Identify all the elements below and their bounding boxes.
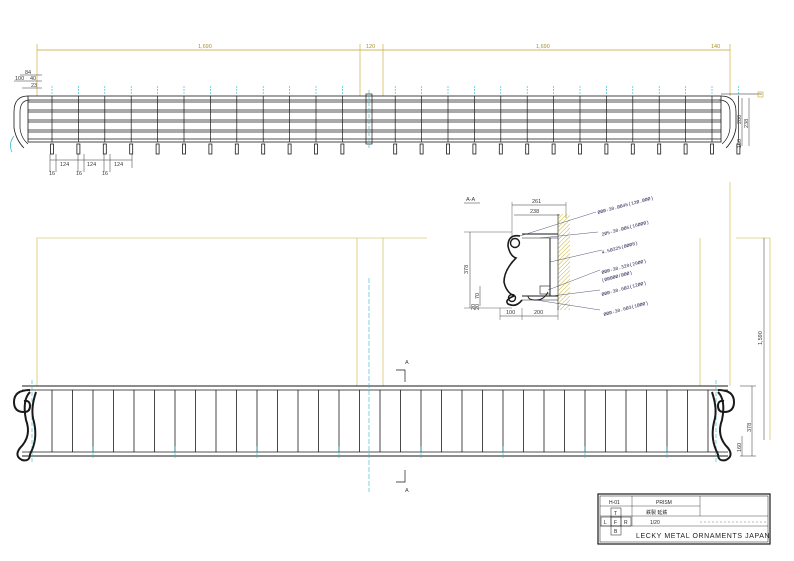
company-name: LECKY METAL ORNAMENTS JAPAN: [636, 533, 770, 540]
section-note-1: ØØØ-30.ØØ45(12Ø.ØØØ): [597, 194, 655, 216]
sec-dim-238: 238: [530, 209, 539, 215]
sec-dim-261: 261: [532, 199, 541, 205]
drawing-material: 鉄製 延鉄: [646, 509, 667, 516]
plan-bracket: [182, 143, 186, 155]
plan-bracket: [657, 143, 662, 155]
plan-bracket: [50, 143, 54, 155]
left-dim-84: 84: [25, 70, 31, 76]
plan-bracket: [155, 143, 160, 155]
bottom-dim-4: 124: [87, 162, 96, 168]
drawing-scale: 1/20: [650, 520, 660, 526]
drawing-number: H-01: [609, 500, 620, 506]
sec-dim-20b: 20: [471, 304, 477, 310]
drawing-name: PRISM: [656, 500, 672, 506]
sec-dim-70: 70: [475, 293, 481, 299]
bottom-dim-3: 16: [76, 171, 82, 177]
section-label: A-A: [466, 197, 476, 203]
top-dim-2: 120: [366, 44, 375, 50]
sec-dim-100: 100: [506, 310, 515, 316]
view-letter-r: R: [624, 520, 628, 526]
right-dim-238: 238: [744, 119, 750, 128]
view-letter-b: B: [614, 529, 618, 535]
bottom-dim-5: 16: [102, 171, 108, 177]
bottom-dim-6: 124: [114, 162, 123, 168]
right-dim-100: 100: [737, 139, 743, 148]
section-marker-top: A: [405, 360, 409, 366]
plan-bracket: [525, 143, 530, 155]
plan-bracket: [102, 143, 107, 155]
front-view: 1,590 378 160 A A: [12, 182, 771, 494]
plan-bracket: [683, 143, 688, 155]
title-block: H-01 PRISM 鉄製 延鉄 1/20 T L F R B LECKY ME…: [597, 493, 771, 545]
sec-dim-200: 200: [534, 310, 543, 316]
plan-bracket: [498, 143, 503, 155]
plan-bracket: [419, 143, 424, 155]
section-view: A-A 261 238 378 70 20 20: [464, 194, 654, 320]
plan-bracket: [129, 143, 134, 155]
top-view: 1,690 120 1,690 140 84 100 40 23: [10, 44, 764, 177]
plan-bracket: [234, 143, 239, 155]
section-marker-bottom: A: [405, 488, 409, 494]
plan-bracket: [314, 143, 318, 155]
top-dim-1: 1,690: [198, 44, 212, 50]
front-dim-1590: 1,590: [758, 331, 764, 345]
bottom-dim-1: 16: [49, 171, 55, 177]
left-dim-23: 23: [31, 83, 37, 89]
plan-bracket: [472, 143, 477, 155]
view-letter-f: F: [614, 520, 617, 526]
plan-bracket: [340, 143, 345, 155]
bottom-dim-2: 124: [60, 162, 69, 168]
plan-bracket: [287, 143, 292, 155]
section-note-3: 4.5Ø325(ØØØ8): [601, 239, 639, 255]
left-dim-40: 40: [30, 76, 36, 82]
plan-bracket: [604, 143, 609, 155]
top-dim-4: 140: [711, 44, 720, 50]
plan-bracket: [76, 143, 81, 155]
plan-bracket: [393, 143, 398, 155]
front-dim-378: 378: [747, 423, 753, 432]
sec-dim-378: 378: [464, 265, 470, 274]
plan-bracket: [578, 143, 582, 155]
sec-dim-20a: 20: [475, 304, 481, 310]
section-note-2: 2Ø5-30.ØØ5(16ØØØ): [601, 218, 650, 237]
view-letter-t: T: [614, 511, 617, 517]
plan-bracket: [551, 143, 556, 155]
top-dim-3: 1,690: [536, 44, 550, 50]
plan-bracket: [208, 143, 213, 155]
view-letter-l: L: [604, 520, 607, 526]
plan-bracket: [630, 143, 635, 155]
section-note-7: ØØØ-30.0Ø3(1ØØØ): [603, 299, 649, 318]
plan-bracket: [710, 143, 714, 155]
front-dim-160: 160: [737, 443, 743, 452]
left-dim-100: 100: [15, 76, 24, 82]
plan-bracket: [261, 143, 266, 155]
plan-bracket: [736, 143, 741, 155]
plan-bracket: [446, 143, 450, 155]
right-dim-200: 200: [737, 115, 743, 124]
